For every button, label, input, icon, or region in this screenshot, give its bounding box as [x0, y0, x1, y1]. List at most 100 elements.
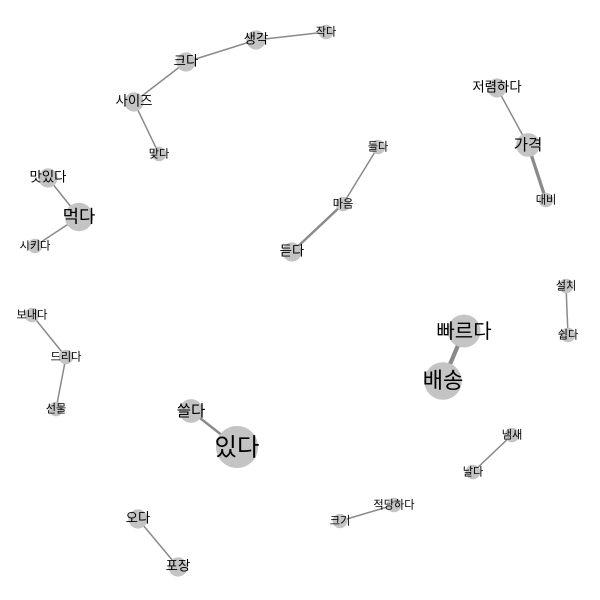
edge-설치-쉽다 [565, 285, 569, 336]
node-label: 냄새 [502, 429, 523, 442]
node-냄새: 냄새 [502, 427, 523, 443]
node-label: 사이즈 [116, 94, 153, 110]
node-크기: 크기 [330, 513, 350, 529]
node-label: 포장 [166, 559, 191, 575]
node-circle [124, 92, 144, 112]
node-circle [558, 278, 574, 294]
node-label: 드리다 [51, 351, 82, 364]
node-label: 맛있다 [30, 170, 67, 186]
edge-오다-포장 [137, 518, 179, 568]
node-circle [176, 52, 196, 72]
node-circle [386, 497, 402, 513]
node-드리다: 드리다 [51, 349, 82, 365]
node-label: 오다 [126, 511, 151, 527]
node-label: 대비 [536, 194, 557, 207]
edge-생각-크다 [185, 39, 257, 63]
node-대비: 대비 [536, 192, 557, 208]
node-크다: 크다 [174, 52, 199, 72]
node-circle [215, 425, 259, 469]
node-label: 쉽다 [558, 329, 579, 342]
node-circle [246, 30, 266, 50]
node-circle [24, 307, 40, 323]
node-마음: 마음 [333, 196, 354, 212]
node-circle [48, 401, 64, 417]
node-있다: 있다 [215, 425, 260, 469]
node-label: 작다 [316, 26, 337, 39]
node-label: 빠르다 [436, 319, 491, 343]
node-circle [38, 168, 58, 188]
node-label: 먹다 [63, 207, 96, 228]
node-설치: 설치 [556, 278, 577, 294]
node-label: 마음 [333, 198, 354, 211]
node-빠르다: 빠르다 [436, 314, 492, 348]
node-label: 있다 [215, 433, 260, 462]
node-들다: 들다 [368, 139, 389, 155]
node-circle [424, 362, 462, 400]
node-circle [128, 509, 148, 529]
node-circle [560, 327, 576, 343]
node-선물: 선물 [46, 401, 67, 417]
node-쓸다: 쓸다 [177, 399, 206, 423]
node-사이즈: 사이즈 [116, 92, 153, 112]
node-맛있다: 맛있다 [30, 168, 67, 188]
node-label: 날다 [463, 466, 484, 479]
edge-생각-작다 [255, 31, 327, 41]
node-생각: 생각 [244, 30, 269, 50]
edge-적당하다-크기 [339, 504, 395, 522]
node-circle [179, 399, 203, 423]
node-circle [370, 139, 386, 155]
node-저렴하다: 저렴하다 [472, 78, 522, 98]
node-label: 저렴하다 [472, 80, 521, 96]
edge-보내다-드리다 [31, 314, 67, 358]
edge-마음-듣다 [290, 202, 345, 254]
node-circle [27, 238, 43, 254]
node-circle [151, 146, 167, 162]
edge-들다-마음 [342, 146, 379, 205]
node-적당하다: 적당하다 [373, 497, 415, 513]
node-맞다: 맞다 [149, 146, 170, 162]
node-label: 배송 [423, 368, 464, 394]
node-label: 크다 [174, 54, 199, 70]
node-배송: 배송 [423, 362, 464, 400]
node-듣다: 듣다 [280, 242, 305, 262]
edge-크다-사이즈 [133, 61, 187, 103]
edge-사이즈-맞다 [133, 101, 160, 155]
node-시키다: 시키다 [20, 238, 51, 254]
node-circle [447, 314, 481, 348]
edge-드리다-선물 [55, 356, 67, 410]
node-circle [465, 464, 481, 480]
node-label: 생각 [244, 32, 269, 48]
node-circle [504, 427, 520, 443]
node-circle [487, 78, 507, 98]
node-보내다: 보내다 [17, 307, 48, 323]
edge-냄새-날다 [472, 434, 513, 473]
node-오다: 오다 [126, 509, 151, 529]
node-label: 선물 [46, 403, 67, 416]
node-쉽다: 쉽다 [558, 327, 579, 343]
node-label: 가격 [514, 136, 543, 154]
node-label: 설치 [556, 280, 577, 293]
node-circle [516, 133, 540, 157]
node-label: 시키다 [20, 240, 51, 253]
node-circle [282, 242, 302, 262]
node-label: 맞다 [149, 148, 170, 161]
node-label: 쓸다 [177, 402, 206, 420]
node-포장: 포장 [166, 557, 191, 577]
node-circle [58, 349, 74, 365]
node-circle [538, 192, 554, 208]
node-label: 적당하다 [373, 498, 414, 512]
node-circle [318, 24, 334, 40]
node-날다: 날다 [463, 464, 484, 480]
node-label: 들다 [368, 141, 389, 154]
node-작다: 작다 [316, 24, 337, 40]
node-circle [168, 557, 188, 577]
node-circle [332, 513, 348, 529]
node-label: 보내다 [17, 309, 48, 322]
node-label: 듣다 [280, 244, 305, 260]
edge-layer [31, 31, 569, 568]
node-먹다: 먹다 [63, 202, 96, 232]
node-circle [64, 202, 94, 232]
node-가격: 가격 [514, 133, 543, 157]
